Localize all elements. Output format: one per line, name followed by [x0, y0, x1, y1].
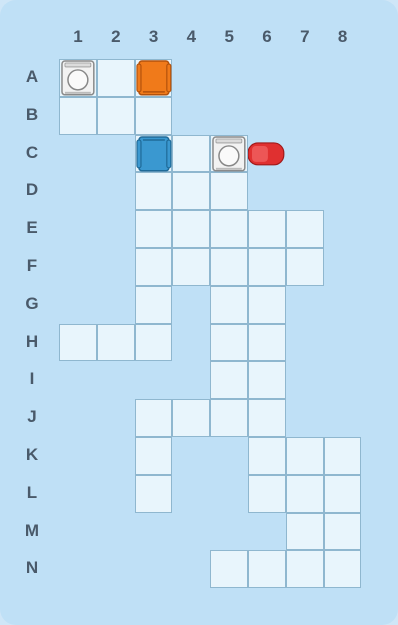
cell-L3[interactable]: [135, 475, 173, 513]
cell-A2[interactable]: [97, 59, 135, 97]
cell-J6[interactable]: [248, 399, 286, 437]
cell-F7[interactable]: [286, 248, 324, 286]
washing-machine-icon[interactable]: [59, 59, 97, 97]
cell-E3[interactable]: [135, 210, 173, 248]
row-label-E: E: [18, 218, 46, 238]
cell-D5[interactable]: [210, 172, 248, 210]
column-label-5: 5: [210, 27, 248, 47]
cell-H5[interactable]: [210, 324, 248, 362]
row-label-C: C: [18, 143, 46, 163]
cell-F4[interactable]: [172, 248, 210, 286]
row-label-A: A: [18, 67, 46, 87]
cell-J4[interactable]: [172, 399, 210, 437]
cell-N6[interactable]: [248, 550, 286, 588]
cell-I6[interactable]: [248, 361, 286, 399]
cell-K6[interactable]: [248, 437, 286, 475]
cell-G6[interactable]: [248, 286, 286, 324]
cell-N7[interactable]: [286, 550, 324, 588]
cell-B1[interactable]: [59, 97, 97, 135]
cell-D4[interactable]: [172, 172, 210, 210]
cell-M8[interactable]: [324, 513, 362, 551]
row-label-M: M: [18, 521, 46, 541]
cell-F3[interactable]: [135, 248, 173, 286]
cell-M7[interactable]: [286, 513, 324, 551]
column-label-6: 6: [248, 27, 286, 47]
column-label-1: 1: [59, 27, 97, 47]
washing-machine-icon[interactable]: [210, 135, 248, 173]
cell-E5[interactable]: [210, 210, 248, 248]
cell-K7[interactable]: [286, 437, 324, 475]
row-label-I: I: [18, 369, 46, 389]
cell-G5[interactable]: [210, 286, 248, 324]
cell-N8[interactable]: [324, 550, 362, 588]
row-label-J: J: [18, 407, 46, 427]
column-label-4: 4: [172, 27, 210, 47]
cell-D3[interactable]: [135, 172, 173, 210]
row-label-F: F: [18, 256, 46, 276]
red-car-icon[interactable]: [248, 135, 286, 173]
cell-L6[interactable]: [248, 475, 286, 513]
cell-B2[interactable]: [97, 97, 135, 135]
blue-chair-icon[interactable]: [135, 135, 173, 173]
row-label-N: N: [18, 558, 46, 578]
column-label-3: 3: [135, 27, 173, 47]
cell-L8[interactable]: [324, 475, 362, 513]
column-label-8: 8: [324, 27, 362, 47]
cell-H2[interactable]: [97, 324, 135, 362]
cell-J5[interactable]: [210, 399, 248, 437]
cell-K3[interactable]: [135, 437, 173, 475]
cell-F5[interactable]: [210, 248, 248, 286]
cell-I5[interactable]: [210, 361, 248, 399]
row-label-L: L: [18, 483, 46, 503]
orange-chair-icon[interactable]: [135, 59, 173, 97]
cell-C4[interactable]: [172, 135, 210, 173]
cell-N5[interactable]: [210, 550, 248, 588]
cell-H6[interactable]: [248, 324, 286, 362]
cell-H3[interactable]: [135, 324, 173, 362]
row-label-G: G: [18, 294, 46, 314]
cell-F6[interactable]: [248, 248, 286, 286]
cell-G3[interactable]: [135, 286, 173, 324]
cell-E7[interactable]: [286, 210, 324, 248]
row-label-B: B: [18, 105, 46, 125]
cell-H1[interactable]: [59, 324, 97, 362]
cell-E4[interactable]: [172, 210, 210, 248]
cell-E6[interactable]: [248, 210, 286, 248]
row-label-D: D: [18, 180, 46, 200]
column-label-2: 2: [97, 27, 135, 47]
cell-L7[interactable]: [286, 475, 324, 513]
cell-J3[interactable]: [135, 399, 173, 437]
row-label-K: K: [18, 445, 46, 465]
row-label-H: H: [18, 332, 46, 352]
column-label-7: 7: [286, 27, 324, 47]
cell-K8[interactable]: [324, 437, 362, 475]
cell-B3[interactable]: [135, 97, 173, 135]
